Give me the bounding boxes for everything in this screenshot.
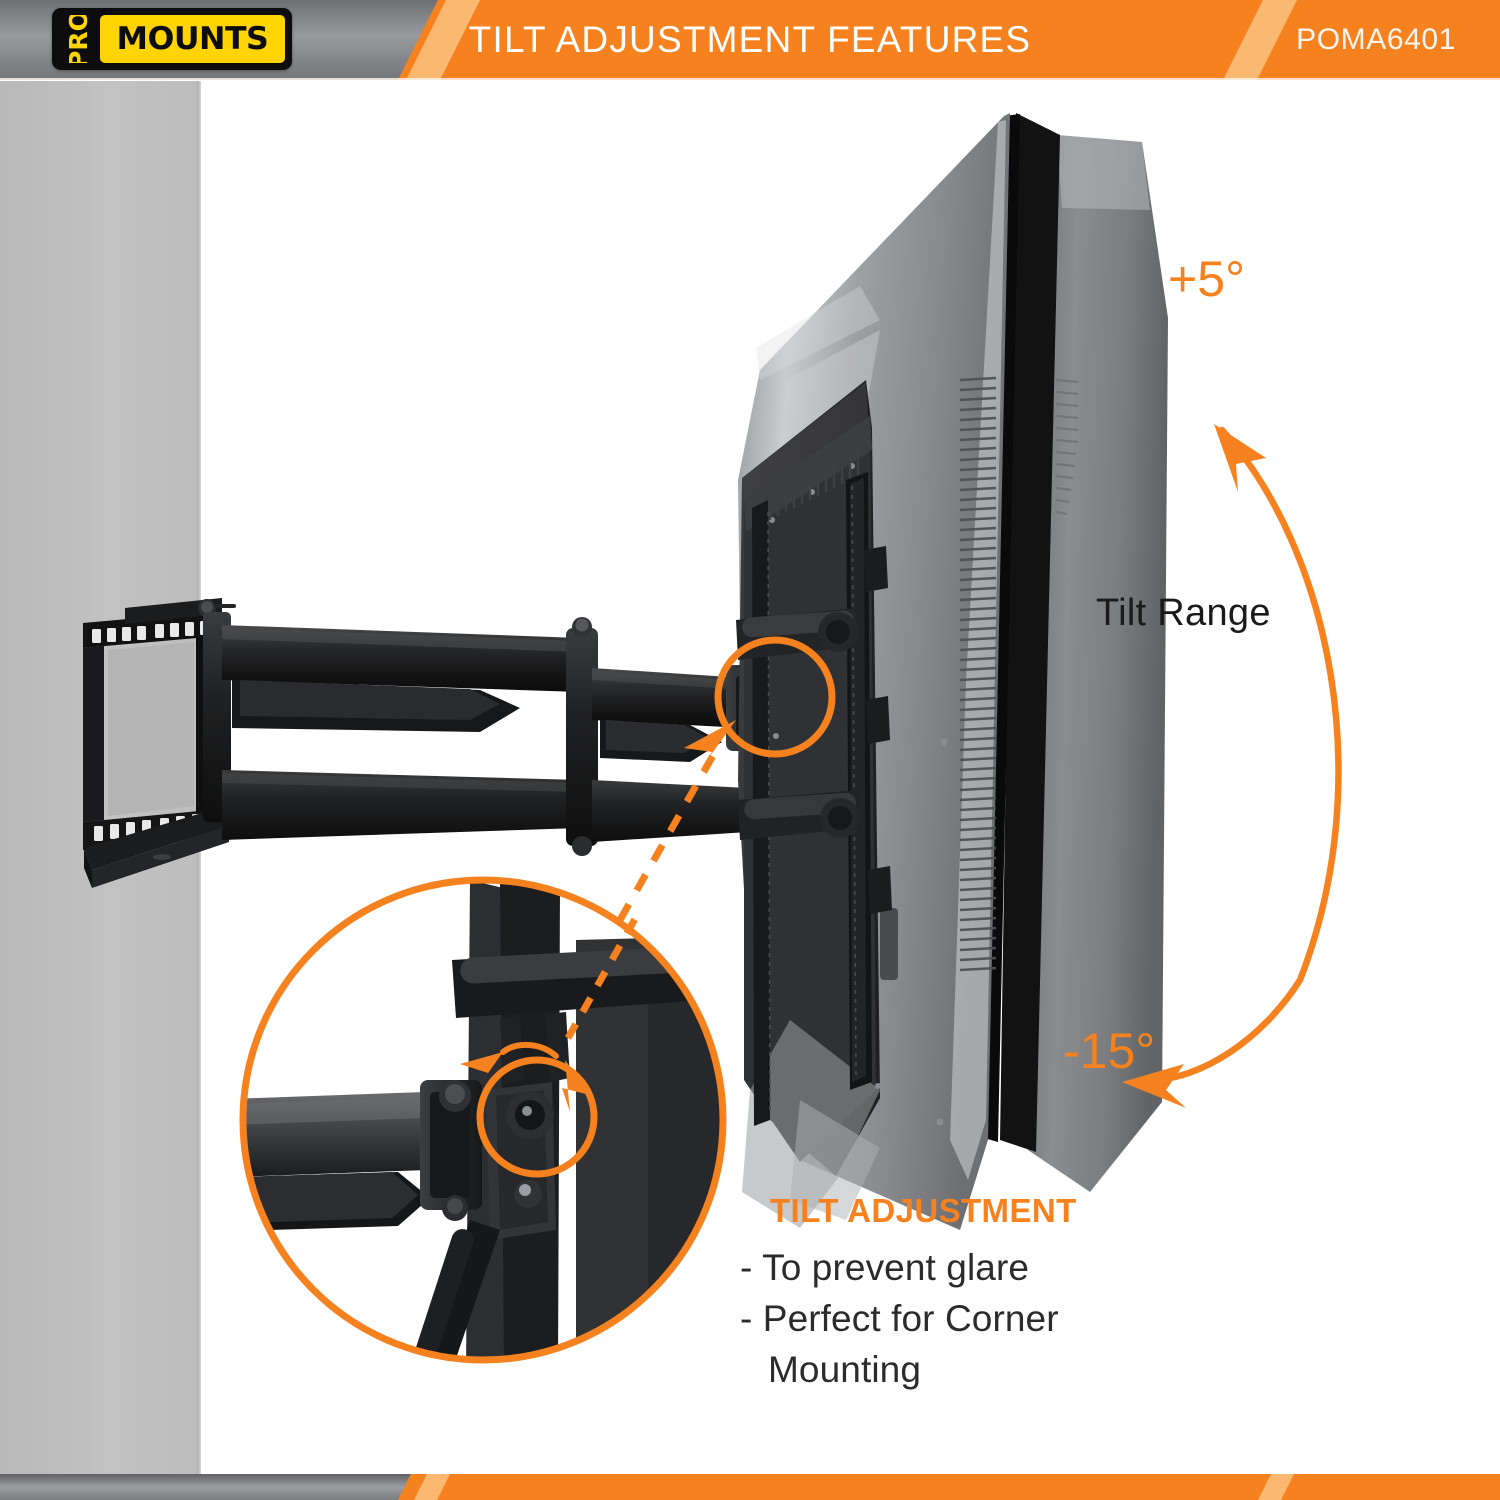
list-item: - To prevent glare <box>740 1247 1030 1288</box>
detail-highlight-ring <box>714 636 836 758</box>
angle-min-label: -15° <box>1063 1023 1156 1079</box>
model-number: POMA6401 <box>1296 23 1456 56</box>
brand-logo: PRO MOUNTS <box>52 8 292 70</box>
callout-bullet-list: - To prevent glare - Perfect for Corner … <box>740 1244 1210 1394</box>
zoom-leader-line <box>616 720 736 922</box>
logo-pro-text: PRO <box>63 15 93 63</box>
feature-callout: TILT ADJUSTMENT - To prevent glare - Per… <box>740 1192 1210 1396</box>
angle-max-label: +5° <box>1168 251 1246 307</box>
wall-mount-assembly <box>83 598 789 888</box>
vent-group-a <box>959 376 997 972</box>
vent-group-b <box>1055 378 1079 516</box>
tv-mount-bracket <box>736 472 892 1126</box>
product-illustration <box>83 113 1342 1364</box>
footer-background <box>0 1474 1500 1500</box>
logo-mounts-block: MOUNTS <box>100 15 285 63</box>
list-item: Mounting <box>768 1348 922 1390</box>
tilt-range-arc <box>1122 424 1342 1108</box>
list-item: - Perfect for Corner <box>740 1297 1059 1339</box>
tilt-range-label: Tilt Range <box>1096 592 1271 634</box>
callout-heading: TILT ADJUSTMENT <box>770 1192 1077 1229</box>
header-bar: PRO MOUNTS TILT ADJUSTMENT FEATURES POMA… <box>0 0 1500 80</box>
logo-pro-block: PRO <box>59 15 97 63</box>
footer-bar <box>0 1474 1500 1500</box>
header-background <box>0 0 1500 80</box>
logo-mounts-text: MOUNTS <box>116 20 269 57</box>
television <box>738 113 1168 1230</box>
magnified-detail-view <box>239 876 727 1364</box>
